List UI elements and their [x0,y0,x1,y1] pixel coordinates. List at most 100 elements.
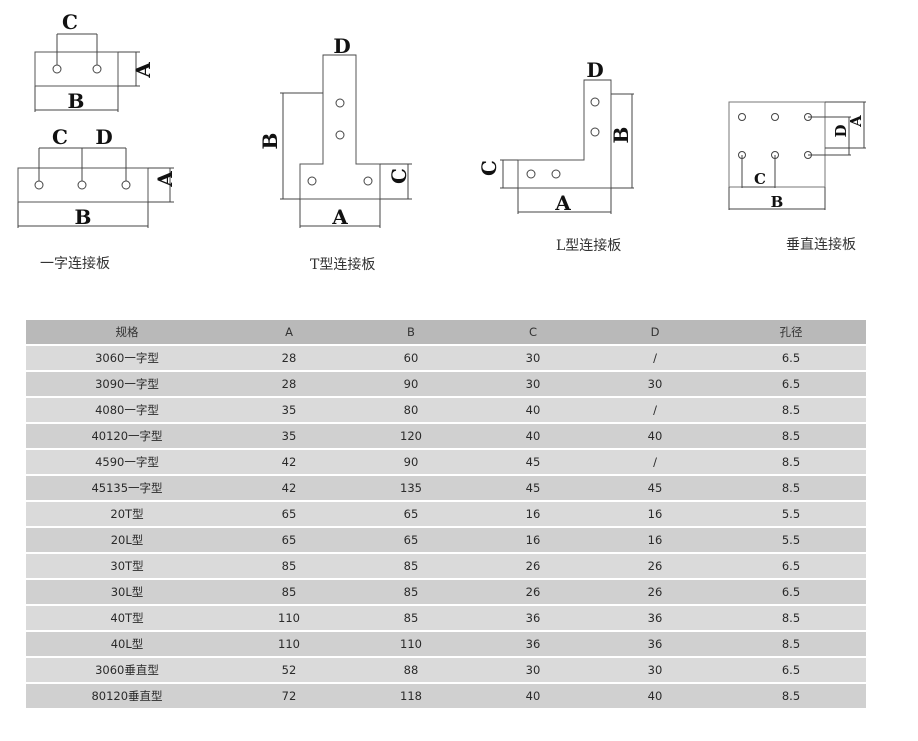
cell-d: 30 [594,657,716,684]
diagram-area: C A B C D A B [0,0,918,300]
caption-flat-plate: 一字连接板 [40,256,110,272]
cell-c: 26 [472,579,594,606]
header-b: B [350,320,472,346]
cell-spec: 80120垂直型 [26,683,228,710]
cell-spec: 40L型 [26,631,228,658]
cell-c: 36 [472,605,594,632]
caption-t-plate: T型连接板 [310,257,376,273]
cell-a: 52 [228,657,350,684]
cell-a: 65 [228,527,350,554]
table-header-row: 规格 A B C D 孔径 [26,320,866,346]
cell-hole: 8.5 [716,683,866,710]
cell-spec: 40120一字型 [26,423,228,450]
cell-a: 65 [228,501,350,528]
header-c: C [472,320,594,346]
cell-d: 16 [594,501,716,528]
cell-d: 36 [594,605,716,632]
cell-a: 35 [228,397,350,424]
cell-c: 30 [472,345,594,372]
cell-spec: 4590一字型 [26,449,228,476]
cell-b: 120 [350,423,472,450]
cell-d: 45 [594,475,716,502]
cell-a: 85 [228,553,350,580]
cell-c: 40 [472,397,594,424]
vertical-label-b: B [771,193,784,211]
vertical-label-c: C [754,170,766,188]
l-label-c: C [477,160,501,176]
cell-hole: 6.5 [716,345,866,372]
flat-long-label-c: C [52,125,68,149]
cell-b: 135 [350,475,472,502]
vertical-plate-diagram [728,101,866,210]
cell-spec: 40T型 [26,605,228,632]
cell-b: 80 [350,397,472,424]
vertical-label-d: D [832,124,850,137]
header-d: D [594,320,716,346]
header-a: A [228,320,350,346]
cell-d: 40 [594,683,716,710]
cell-d: / [594,397,716,424]
l-label-b: B [609,127,633,144]
cell-c: 36 [472,631,594,658]
cell-d: / [594,449,716,476]
cell-hole: 8.5 [716,605,866,632]
cell-c: 30 [472,371,594,398]
cell-a: 110 [228,631,350,658]
cell-a: 72 [228,683,350,710]
t-plate-diagram [280,54,412,228]
cell-b: 90 [350,449,472,476]
cell-c: 16 [472,501,594,528]
cell-d: / [594,345,716,372]
cell-spec: 3060垂直型 [26,657,228,684]
cell-c: 40 [472,423,594,450]
t-label-b: B [258,133,282,150]
flat-small-label-b: B [68,89,85,113]
cell-hole: 8.5 [716,475,866,502]
cell-hole: 8.5 [716,423,866,450]
cell-hole: 8.5 [716,449,866,476]
flat-long-label-d: D [95,125,112,149]
cell-c: 45 [472,449,594,476]
cell-a: 85 [228,579,350,606]
cell-b: 118 [350,683,472,710]
cell-spec: 3090一字型 [26,371,228,398]
cell-b: 65 [350,501,472,528]
cell-d: 36 [594,631,716,658]
cell-d: 16 [594,527,716,554]
cell-a: 42 [228,449,350,476]
cell-hole: 6.5 [716,579,866,606]
cell-b: 88 [350,657,472,684]
cell-d: 30 [594,371,716,398]
cell-a: 28 [228,371,350,398]
t-label-c: C [387,168,411,184]
flat-small-label-c: C [62,10,78,34]
cell-spec: 20T型 [26,501,228,528]
cell-b: 85 [350,553,472,580]
header-hole-diameter: 孔径 [716,320,866,346]
cell-c: 26 [472,553,594,580]
cell-c: 30 [472,657,594,684]
cell-b: 90 [350,371,472,398]
cell-b: 60 [350,345,472,372]
cell-hole: 5.5 [716,527,866,554]
cell-hole: 8.5 [716,397,866,424]
cell-c: 16 [472,527,594,554]
header-spec: 规格 [26,320,228,346]
vertical-label-a: A [847,115,865,128]
flat-small-label-a: A [131,62,155,79]
cell-hole: 5.5 [716,501,866,528]
cell-b: 85 [350,579,472,606]
cell-spec: 30L型 [26,579,228,606]
cell-b: 65 [350,527,472,554]
cell-a: 28 [228,345,350,372]
